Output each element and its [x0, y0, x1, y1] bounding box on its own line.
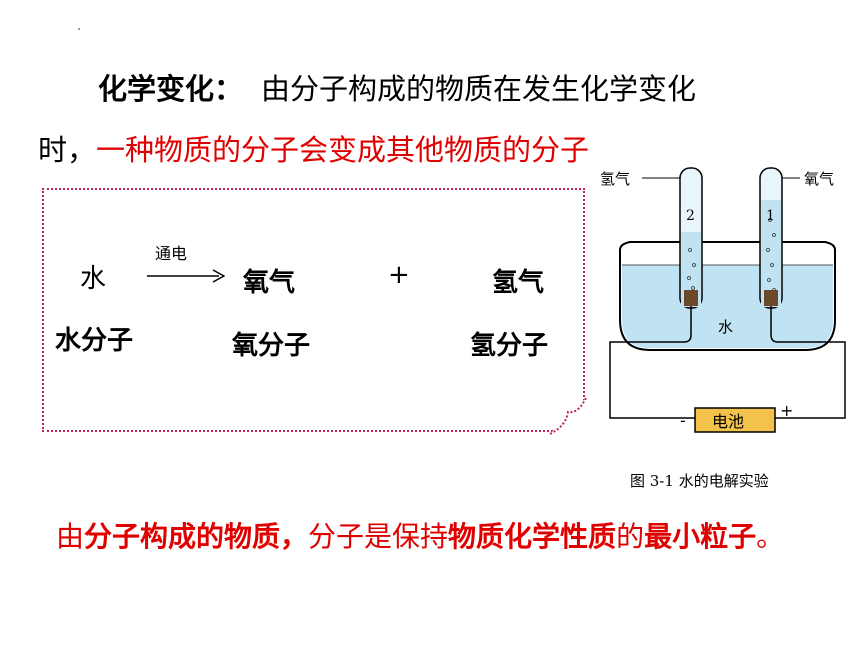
plus-sign: +	[388, 260, 410, 290]
battery-label: 电池	[712, 412, 744, 431]
definition-text-a: 由分子构成的物质在发生化学变化	[261, 72, 697, 106]
battery-minus: -	[680, 411, 686, 430]
definition-line-2: 时，一种物质的分子会变成其他物质的分子	[38, 127, 589, 169]
battery-plus: +	[780, 401, 793, 420]
electrolysis-figure: 氢气 氧气 2 1 水 - + 电池 图 3-1 水的电解实验	[600, 167, 846, 490]
reactant-water: 水	[80, 264, 107, 294]
figure-hydrogen-label: 氢气	[600, 170, 630, 188]
hydrogen-molecule-label: 氢分子	[470, 331, 549, 361]
definition-line-1: 化学变化： 由分子构成的物质在发生化学变化	[98, 66, 696, 108]
product-oxygen: 氧气	[243, 268, 296, 298]
conclusion-p4: 物质化学性质	[448, 520, 617, 553]
conclusion-p3: 分子是保持	[308, 520, 449, 553]
figure-caption: 图 3-1 水的电解实验	[630, 472, 769, 490]
reaction-condition: 通电	[155, 244, 188, 263]
oxygen-molecule-label: 氧分子	[232, 331, 311, 361]
figure-oxygen-label: 氧气	[804, 170, 834, 188]
page-fold-corner	[549, 397, 587, 435]
water-molecule-label: 水分子	[55, 326, 134, 356]
reaction-box	[42, 188, 585, 432]
conclusion-p2: 分子构成的物质，	[84, 520, 309, 553]
definition-text-b-prefix: 时，	[38, 133, 97, 167]
conclusion-p6: 最小粒子	[644, 520, 757, 553]
definition-text-b-red: 一种物质的分子会变成其他物质的分子	[96, 133, 590, 167]
conclusion-p1: 由	[56, 520, 85, 553]
decorative-dot	[78, 28, 80, 30]
reaction-arrow-icon	[147, 269, 225, 283]
conclusion-paragraph: 由分子构成的物质，分子是保持物质化学性质的最小粒子。	[56, 516, 816, 558]
conclusion-p7: 。	[756, 520, 785, 553]
tube-2-number: 2	[686, 208, 695, 224]
conclusion-p5: 的	[616, 520, 645, 553]
definition-term: 化学变化：	[98, 72, 244, 106]
tube-1-number: 1	[766, 208, 775, 224]
figure-water-label: 水	[718, 318, 733, 336]
product-hydrogen: 氢气	[492, 268, 545, 298]
